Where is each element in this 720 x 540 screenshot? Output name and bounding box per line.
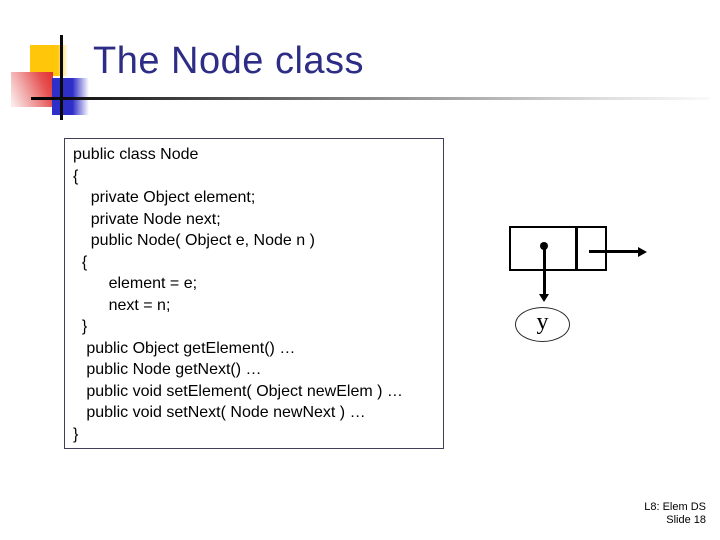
down-arrowhead-icon	[539, 294, 549, 302]
code-line: public Object getElement() …	[73, 339, 296, 357]
footer-slide-number: Slide 18	[666, 514, 706, 526]
code-line: public void setElement( Object newElem )…	[73, 382, 403, 400]
accent-vertical-line	[60, 35, 63, 120]
node-cell-divider	[575, 228, 578, 269]
code-line: private Object element;	[73, 189, 256, 206]
slide-title: The Node class	[93, 40, 365, 82]
accent-blue-square	[52, 78, 89, 115]
code-line: public Node getNext() …	[73, 361, 262, 378]
code-line: element = e;	[73, 275, 198, 292]
code-line: next = n;	[73, 296, 171, 314]
code-line: {	[73, 253, 88, 271]
title-underline-gradient-rule	[31, 97, 710, 100]
next-pointer-arrow-line	[589, 250, 639, 253]
element-pointer-arrow-line	[543, 249, 546, 294]
node-box	[509, 226, 607, 271]
code-line: {	[73, 167, 79, 185]
footer-course-label: L8: Elem DS	[644, 501, 706, 513]
accent-red-square	[11, 72, 53, 107]
element-pointer-dot	[540, 242, 548, 250]
code-line: private Node next;	[73, 210, 221, 228]
code-line: }	[73, 318, 88, 335]
footer: L8: Elem DS Slide 18	[644, 501, 706, 527]
value-label: y	[536, 309, 549, 335]
code-line: }	[73, 425, 79, 443]
code-box: public class Node { private Object eleme…	[64, 138, 444, 449]
code-line: public Node( Object e, Node n )	[73, 232, 315, 249]
code-line: public void setNext( Node newNext ) …	[73, 404, 366, 421]
value-ellipse: y	[515, 307, 570, 342]
right-arrowhead-icon	[638, 246, 647, 257]
code-line: public class Node	[73, 146, 199, 163]
